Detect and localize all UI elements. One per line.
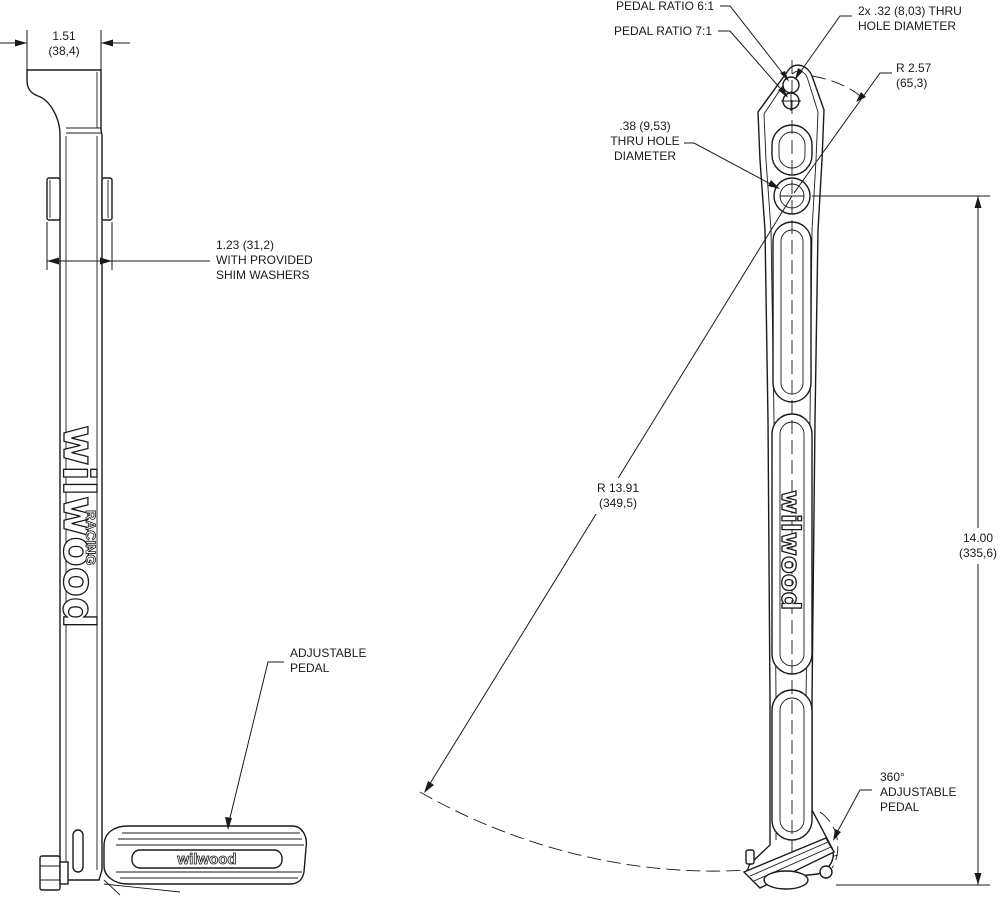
- small-hole-callout: 2x .32 (8,03) THRU HOLE DIAMETER: [795, 4, 962, 80]
- shim-dim-line1: 1.23 (31,2): [216, 238, 274, 252]
- large-hole-line3: DIAMETER: [614, 149, 676, 163]
- length-dim-inch: 14.00: [963, 531, 993, 545]
- side-logo-sub: RACING: [83, 510, 99, 565]
- shim-dim-line2: WITH PROVIDED: [216, 253, 313, 267]
- adjustable-360-line2: ADJUSTABLE: [880, 785, 956, 799]
- front-foot-pad: [742, 837, 835, 890]
- small-hole-line1: 2x .32 (8,03) THRU: [858, 4, 962, 18]
- adjustable-360-line1: 360°: [880, 770, 905, 784]
- side-logo: wilwood RACING: [52, 424, 104, 629]
- small-hole-line2: HOLE DIAMETER: [858, 19, 956, 33]
- pedal-arm-side: [26, 69, 113, 891]
- side-logo-text: wilwood: [53, 425, 104, 628]
- adjustable-pedal-line1: ADJUSTABLE: [290, 646, 366, 660]
- radius-large-callout: R 13.91 (349,5): [424, 195, 793, 793]
- radius-small-line2: (65,3): [896, 76, 927, 90]
- length-dimension: 14.00 (335,6): [812, 195, 1000, 886]
- adjustable-pedal-line2: PEDAL: [290, 661, 330, 675]
- width-dim-mm: (38,4): [48, 44, 79, 58]
- width-dimension: 1.51 (38,4): [0, 29, 130, 70]
- pedal-logo-text: wilwood: [176, 851, 236, 868]
- ratio-6-label: PEDAL RATIO 6:1: [616, 0, 714, 13]
- side-view: 1.51 (38,4) wilwood RACI: [0, 29, 366, 896]
- length-dim-mm: (335,6): [959, 546, 997, 560]
- ratio-7-callout: PEDAL RATIO 7:1: [614, 24, 788, 98]
- large-hole-line2: THRU HOLE: [610, 134, 679, 148]
- large-hole-line1: .38 (9,53): [619, 119, 670, 133]
- radius-large-line1: R 13.91: [597, 481, 639, 495]
- adjustable-pedal-callout: ADJUSTABLE PEDAL: [225, 646, 366, 830]
- front-view: wilwood PEDAL RATIO 6:1 PEDAL RATIO 7:1: [419, 0, 1000, 890]
- large-hole-callout: .38 (9,53) THRU HOLE DIAMETER: [610, 119, 780, 189]
- adjustable-360-line3: PEDAL: [880, 800, 920, 814]
- small-radius-arc: [811, 75, 866, 101]
- radius-small-callout: R 2.57 (65,3): [793, 61, 932, 194]
- adjustable-360-callout: 360° ADJUSTABLE PEDAL: [819, 770, 956, 869]
- front-logo-text: wilwood: [775, 490, 805, 610]
- shim-dimension: 1.23 (31,2) WITH PROVIDED SHIM WASHERS: [46, 222, 313, 282]
- ratio-7-label: PEDAL RATIO 7:1: [614, 24, 712, 38]
- width-dim-inch: 1.51: [52, 29, 76, 43]
- ratio-6-callout: PEDAL RATIO 6:1: [616, 0, 789, 82]
- radius-small-line1: R 2.57: [896, 61, 932, 75]
- radius-large-line2: (349,5): [599, 496, 637, 510]
- shim-dim-line3: SHIM WASHERS: [216, 268, 310, 282]
- foot-pedal-pad: wilwood: [103, 825, 308, 896]
